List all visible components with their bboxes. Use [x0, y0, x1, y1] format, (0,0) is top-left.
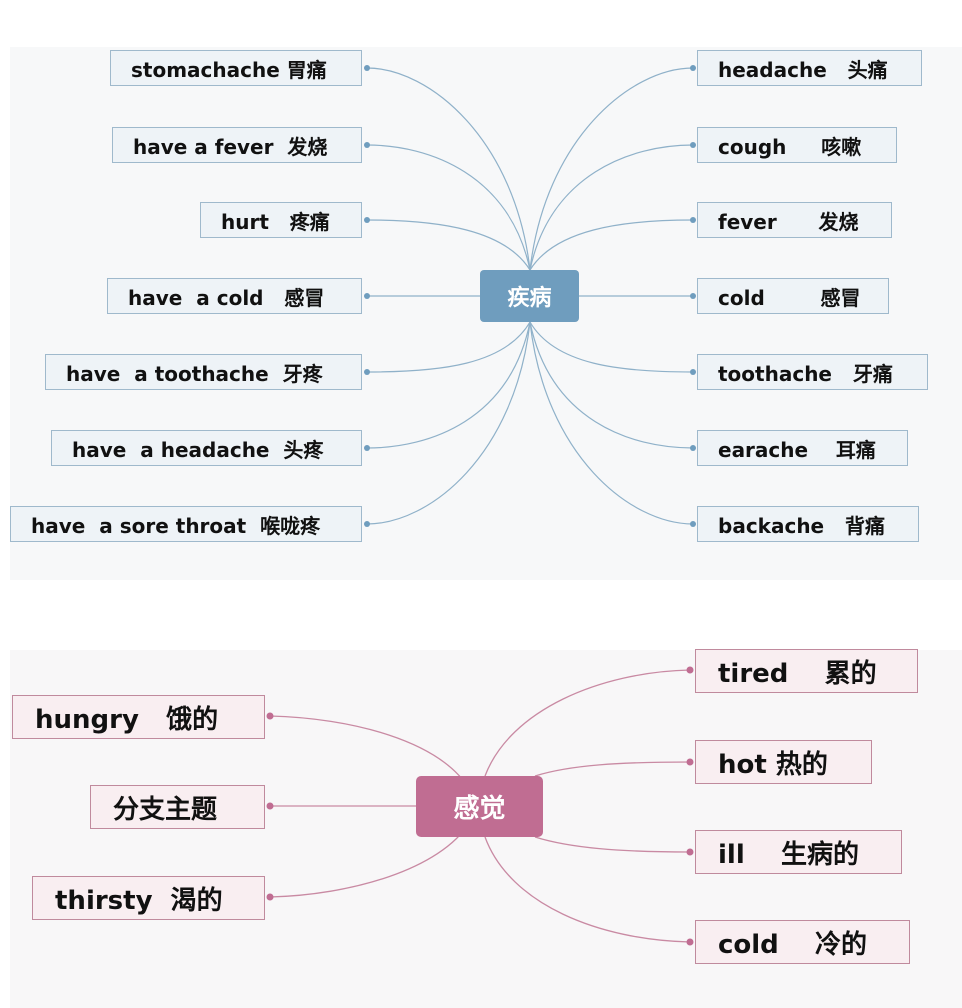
branch-node[interactable]: 分支主题 [90, 785, 265, 829]
branch-node[interactable]: fever 发烧 [697, 202, 892, 238]
connector-line [366, 144, 531, 271]
branch-node[interactable]: stomachache 胃痛 [110, 50, 362, 86]
branch-node[interactable]: cold 感冒 [697, 278, 889, 314]
central-topic-feelings[interactable]: 感觉 [416, 776, 543, 837]
central-topic-illness[interactable]: 疾病 [480, 270, 579, 322]
connector-line [484, 669, 691, 777]
connector-line [529, 321, 694, 449]
branch-node[interactable]: hurt 疼痛 [200, 202, 362, 238]
branch-node[interactable]: ill 生病的 [695, 830, 902, 874]
branch-node[interactable]: toothache 牙痛 [697, 354, 928, 390]
branch-node[interactable]: have a headache 头疼 [51, 430, 362, 466]
connector-line [269, 715, 471, 791]
connector-line [534, 836, 691, 853]
connector-line [534, 761, 691, 777]
branch-node[interactable]: headache 头痛 [697, 50, 922, 86]
connector-line [366, 67, 531, 271]
connector-line [366, 321, 531, 373]
connector-line [529, 219, 694, 271]
connector-line [484, 836, 691, 943]
branch-node[interactable]: cough 咳嗽 [697, 127, 897, 163]
connector-line [366, 219, 531, 271]
branch-node[interactable]: cold 冷的 [695, 920, 910, 964]
branch-node[interactable]: have a toothache 牙疼 [45, 354, 362, 390]
branch-node[interactable]: thirsty 渴的 [32, 876, 265, 920]
connector-line [529, 144, 694, 271]
connector-line [366, 321, 531, 449]
connector-line [529, 321, 694, 525]
branch-node[interactable]: hot 热的 [695, 740, 872, 784]
branch-node[interactable]: have a fever 发烧 [112, 127, 362, 163]
branch-node[interactable]: backache 背痛 [697, 506, 919, 542]
branch-node[interactable]: tired 累的 [695, 649, 918, 693]
connector-line [529, 321, 694, 373]
connector-line [269, 821, 471, 898]
connector-line [366, 321, 531, 525]
branch-node[interactable]: earache 耳痛 [697, 430, 908, 466]
branch-node[interactable]: have a cold 感冒 [107, 278, 362, 314]
branch-node[interactable]: hungry 饿的 [12, 695, 265, 739]
branch-node[interactable]: have a sore throat 喉咙疼 [10, 506, 362, 542]
connector-line [529, 67, 694, 271]
